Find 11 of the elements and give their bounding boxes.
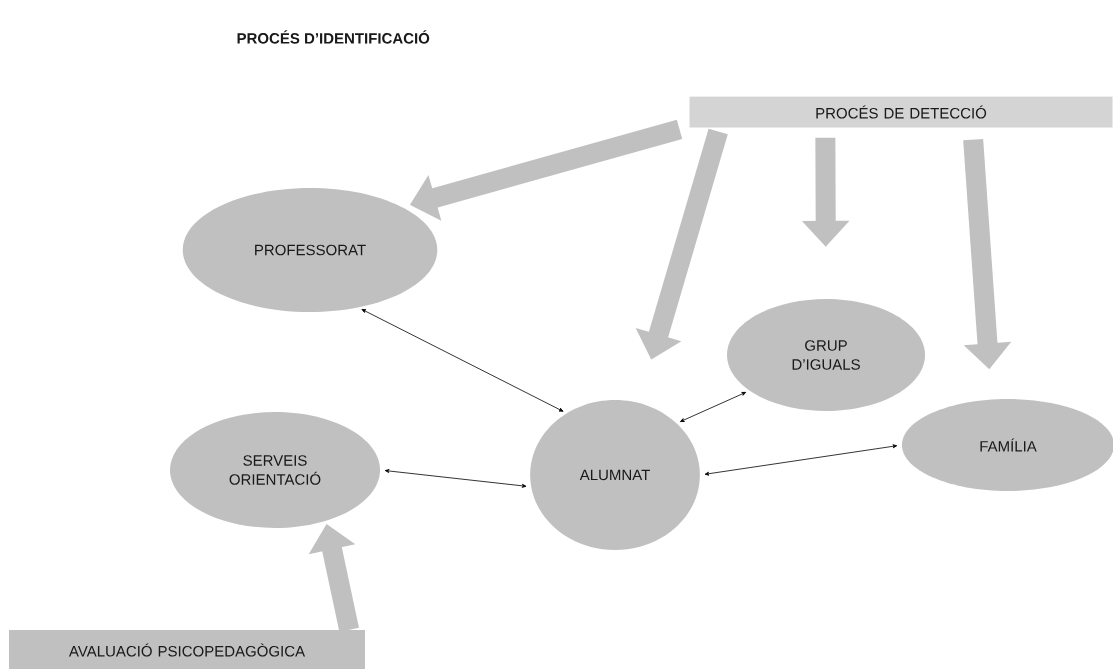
label-band: PROCÉS DE DETECCIÓ <box>689 96 1113 128</box>
label-band: AVALUACIÓ PSICOPEDAGÒGICA <box>9 630 365 669</box>
ellipse-node: PROFESSORAT <box>182 188 438 312</box>
double-arrow <box>361 309 564 412</box>
ellipse-node: ALUMNAT <box>530 400 700 550</box>
double-arrow <box>704 444 898 476</box>
title: PROCÉS D’IDENTIFICACIÓ <box>237 30 430 44</box>
ellipse-node: GRUP D’IGUALS <box>727 299 925 411</box>
ellipse-node: SERVEIS ORIENTACIÓ <box>170 412 380 528</box>
double-arrow <box>680 391 747 422</box>
double-arrow <box>384 469 527 488</box>
